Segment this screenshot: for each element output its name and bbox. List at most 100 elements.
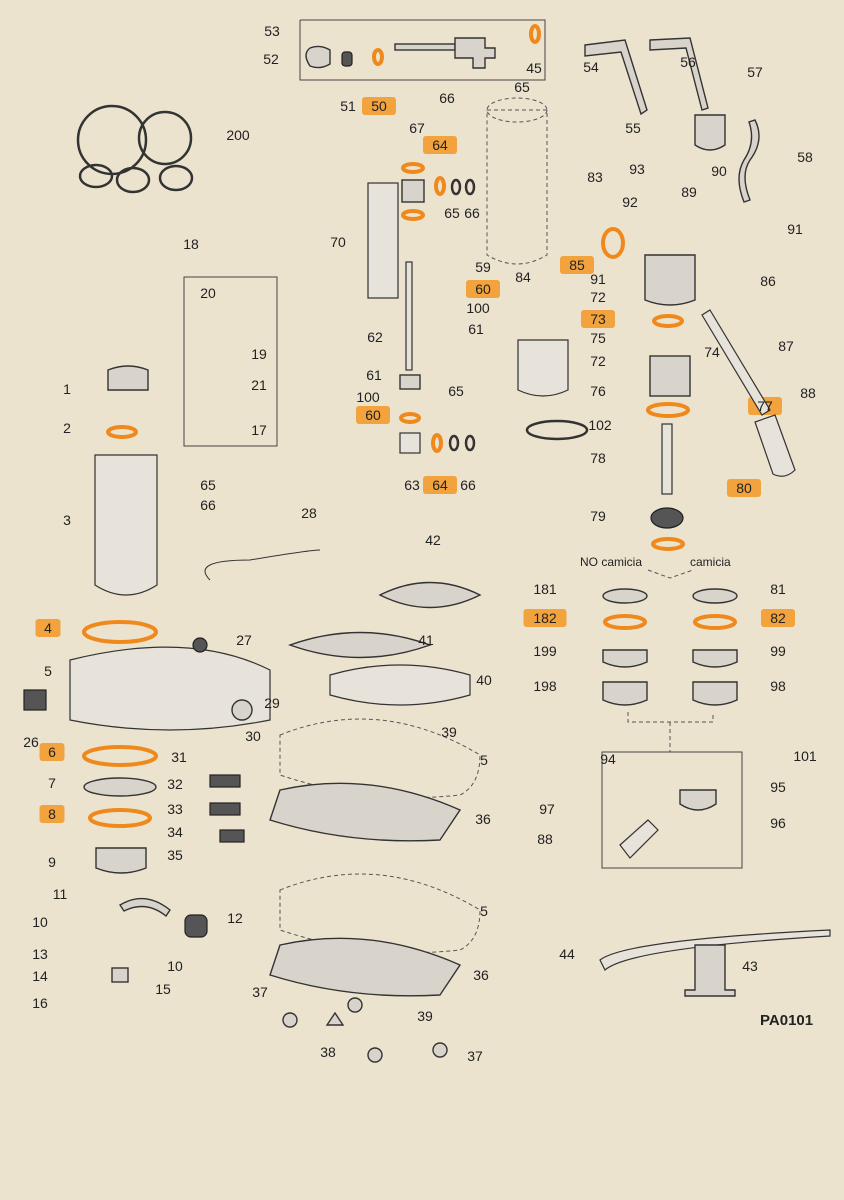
handle-88 bbox=[754, 414, 796, 477]
ring-66-bottom bbox=[464, 434, 476, 452]
cable-28 bbox=[204, 549, 321, 581]
part-label-100: 100 bbox=[356, 389, 380, 405]
gasket-kit-200 bbox=[76, 104, 148, 176]
part-label-65: 65 bbox=[514, 79, 530, 95]
basket-bracket bbox=[627, 712, 714, 723]
no-camicia-header: NO camicia bbox=[580, 555, 642, 569]
foot-38 bbox=[325, 1011, 345, 1026]
basket-81 bbox=[692, 588, 738, 604]
seal-4 bbox=[82, 620, 158, 644]
part-label-93: 93 bbox=[629, 161, 645, 177]
part-label-65: 65 bbox=[200, 477, 216, 493]
part-label-91: 91 bbox=[787, 221, 803, 237]
part-label-66: 66 bbox=[200, 497, 216, 513]
part-label-91: 91 bbox=[590, 271, 606, 287]
part-label-62: 62 bbox=[367, 329, 383, 345]
highlight-mark-182 bbox=[523, 609, 567, 627]
part-label-45: 45 bbox=[526, 60, 542, 76]
foot-37 bbox=[282, 1012, 298, 1028]
part-label-9: 9 bbox=[48, 854, 56, 870]
part-label-34: 34 bbox=[167, 824, 183, 840]
part-label-181: 181 bbox=[533, 581, 557, 597]
gasket-ring bbox=[137, 110, 193, 166]
part-label-58: 58 bbox=[797, 149, 813, 165]
part-label-10: 10 bbox=[167, 958, 183, 974]
camicia-header: camicia bbox=[690, 555, 731, 569]
part-label-36: 36 bbox=[475, 811, 491, 827]
portafilter-box-94 bbox=[601, 751, 743, 869]
foot-37c bbox=[367, 1047, 383, 1063]
part-label-28: 28 bbox=[301, 505, 317, 521]
part-label-65: 65 bbox=[444, 205, 460, 221]
part-label-3: 3 bbox=[63, 512, 71, 528]
part-label-17: 17 bbox=[251, 422, 267, 438]
seal-8 bbox=[88, 808, 152, 828]
part-label-84: 84 bbox=[515, 269, 531, 285]
part-label-39: 39 bbox=[441, 724, 457, 740]
part-label-74: 74 bbox=[704, 344, 720, 360]
cap-1 bbox=[107, 365, 149, 391]
part-label-4: 4 bbox=[44, 620, 52, 636]
part-label-30: 30 bbox=[245, 728, 261, 744]
seal-60-bottom bbox=[399, 412, 421, 424]
part-label-44: 44 bbox=[559, 946, 575, 962]
basket-99 bbox=[692, 649, 738, 668]
plate-36 bbox=[269, 782, 462, 842]
part-label-52: 52 bbox=[263, 51, 279, 67]
rod-62 bbox=[405, 261, 413, 371]
tamper-43 bbox=[684, 944, 736, 997]
seal-77 bbox=[646, 402, 690, 418]
part-label-37: 37 bbox=[252, 984, 268, 1000]
highlight-mark-8 bbox=[39, 805, 65, 823]
part-label-31: 31 bbox=[171, 749, 187, 765]
part-label-63: 63 bbox=[404, 477, 420, 493]
seal-50 bbox=[372, 48, 384, 66]
part-label-75: 75 bbox=[590, 330, 606, 346]
group-head-72-top bbox=[644, 254, 696, 306]
part-76 bbox=[649, 355, 691, 397]
part-label-41: 41 bbox=[418, 632, 434, 648]
part-label-95: 95 bbox=[770, 779, 786, 795]
scoop-44 bbox=[599, 929, 831, 971]
highlight-mark-50 bbox=[362, 97, 396, 115]
part-label-43: 43 bbox=[742, 958, 758, 974]
part-label-60: 60 bbox=[365, 407, 381, 423]
basket-98 bbox=[692, 681, 738, 706]
part-label-76: 76 bbox=[590, 383, 606, 399]
part-label-65: 65 bbox=[448, 383, 464, 399]
group-bracket bbox=[647, 569, 694, 579]
tray-41 bbox=[287, 631, 433, 659]
steam-wand-58 bbox=[738, 119, 760, 203]
valve-group-box bbox=[299, 19, 546, 81]
part-label-21: 21 bbox=[251, 377, 267, 393]
part-label-29: 29 bbox=[264, 695, 280, 711]
part-26 bbox=[23, 689, 47, 711]
part-label-82: 82 bbox=[770, 610, 786, 626]
highlight-mark-82 bbox=[761, 609, 795, 627]
piston-78 bbox=[661, 423, 673, 495]
part-label-200: 200 bbox=[226, 127, 250, 143]
part-14 bbox=[111, 967, 129, 983]
highlight-mark-6 bbox=[39, 743, 65, 761]
part-label-73: 73 bbox=[590, 311, 606, 327]
kit-box-17 bbox=[183, 276, 278, 447]
seal-64-top bbox=[401, 162, 425, 174]
seal-top bbox=[529, 24, 541, 44]
basket-82 bbox=[693, 614, 737, 630]
grid-42 bbox=[378, 581, 482, 609]
part-label-61: 61 bbox=[468, 321, 484, 337]
part-27 bbox=[192, 637, 208, 653]
part-label-83: 83 bbox=[587, 169, 603, 185]
highlight-mark-73 bbox=[581, 310, 615, 328]
part-label-32: 32 bbox=[167, 776, 183, 792]
part-label-77: 77 bbox=[757, 398, 773, 414]
part-9 bbox=[95, 847, 147, 874]
seal-2 bbox=[106, 425, 138, 439]
part-label-78: 78 bbox=[590, 450, 606, 466]
part-label-20: 20 bbox=[200, 285, 216, 301]
foot-37b bbox=[347, 997, 363, 1013]
tube-70 bbox=[367, 182, 399, 299]
portafilter-95 bbox=[679, 789, 717, 811]
